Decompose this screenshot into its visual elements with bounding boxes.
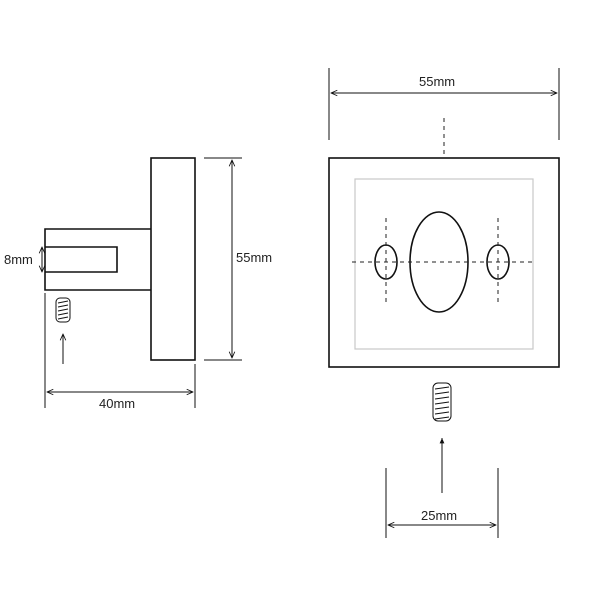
front-plate-outer: [328, 157, 560, 368]
side-view: 55mm 8mm 40mm: [4, 157, 272, 411]
side-height-label: 55mm: [236, 250, 272, 265]
front-plate-inner: [354, 178, 534, 350]
side-slot: [45, 246, 118, 273]
front-set-screw-icon: [432, 382, 452, 422]
side-arm: [44, 228, 151, 291]
side-slot-label: 8mm: [4, 252, 33, 267]
front-hole-spacing-dimension: [385, 468, 499, 538]
side-set-screw-icon: [55, 297, 71, 323]
front-width-label: 55mm: [419, 74, 455, 89]
side-height-dimension: [204, 157, 242, 361]
front-view: 55mm: [328, 68, 560, 538]
front-hole-spacing-label: 25mm: [421, 508, 457, 523]
front-width-dimension: [328, 68, 560, 140]
side-depth-label: 40mm: [99, 396, 135, 411]
side-depth-dimension: [44, 293, 196, 408]
side-plate: [150, 157, 196, 361]
